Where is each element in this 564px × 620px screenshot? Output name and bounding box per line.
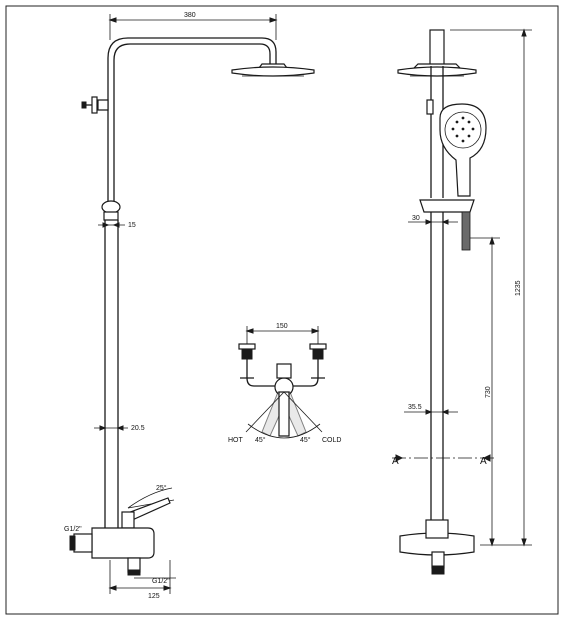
holder-height-dim: 730 [485, 386, 492, 398]
inlet-spacing-dim: 150 [276, 323, 288, 330]
side-bar-dia-dim: 35.5 [408, 404, 422, 411]
drawing-border [5, 5, 559, 615]
head-reach-dim: 380 [184, 12, 196, 19]
lever-angle-dim: 25° [156, 484, 167, 492]
cold-label: COLD [322, 437, 341, 444]
front-view: 380 15 20.5 25° [64, 12, 315, 600]
cold-angle-dim: 45° [300, 436, 311, 444]
side-view: 30 35.5 A A 1235 730 [392, 28, 532, 575]
total-height-dim: 1235 [515, 280, 522, 296]
hot-label: HOT [228, 437, 244, 444]
holder-width-dim: 30 [412, 215, 420, 222]
bar-dia-top-dim: 15 [128, 222, 136, 229]
hot-angle-dim: 45° [255, 436, 266, 444]
outlet-thread-label: G1/2" [152, 578, 170, 585]
spout-depth-dim: 125 [148, 593, 160, 600]
mixer-top-view: 150 HOT 45° 45° COLD [228, 323, 341, 444]
inlet-thread-label: G1/2" [64, 526, 82, 533]
bar-dia-bottom-dim: 20.5 [131, 425, 145, 432]
section-label-right: A [480, 456, 487, 467]
section-label-left: A [392, 456, 399, 467]
